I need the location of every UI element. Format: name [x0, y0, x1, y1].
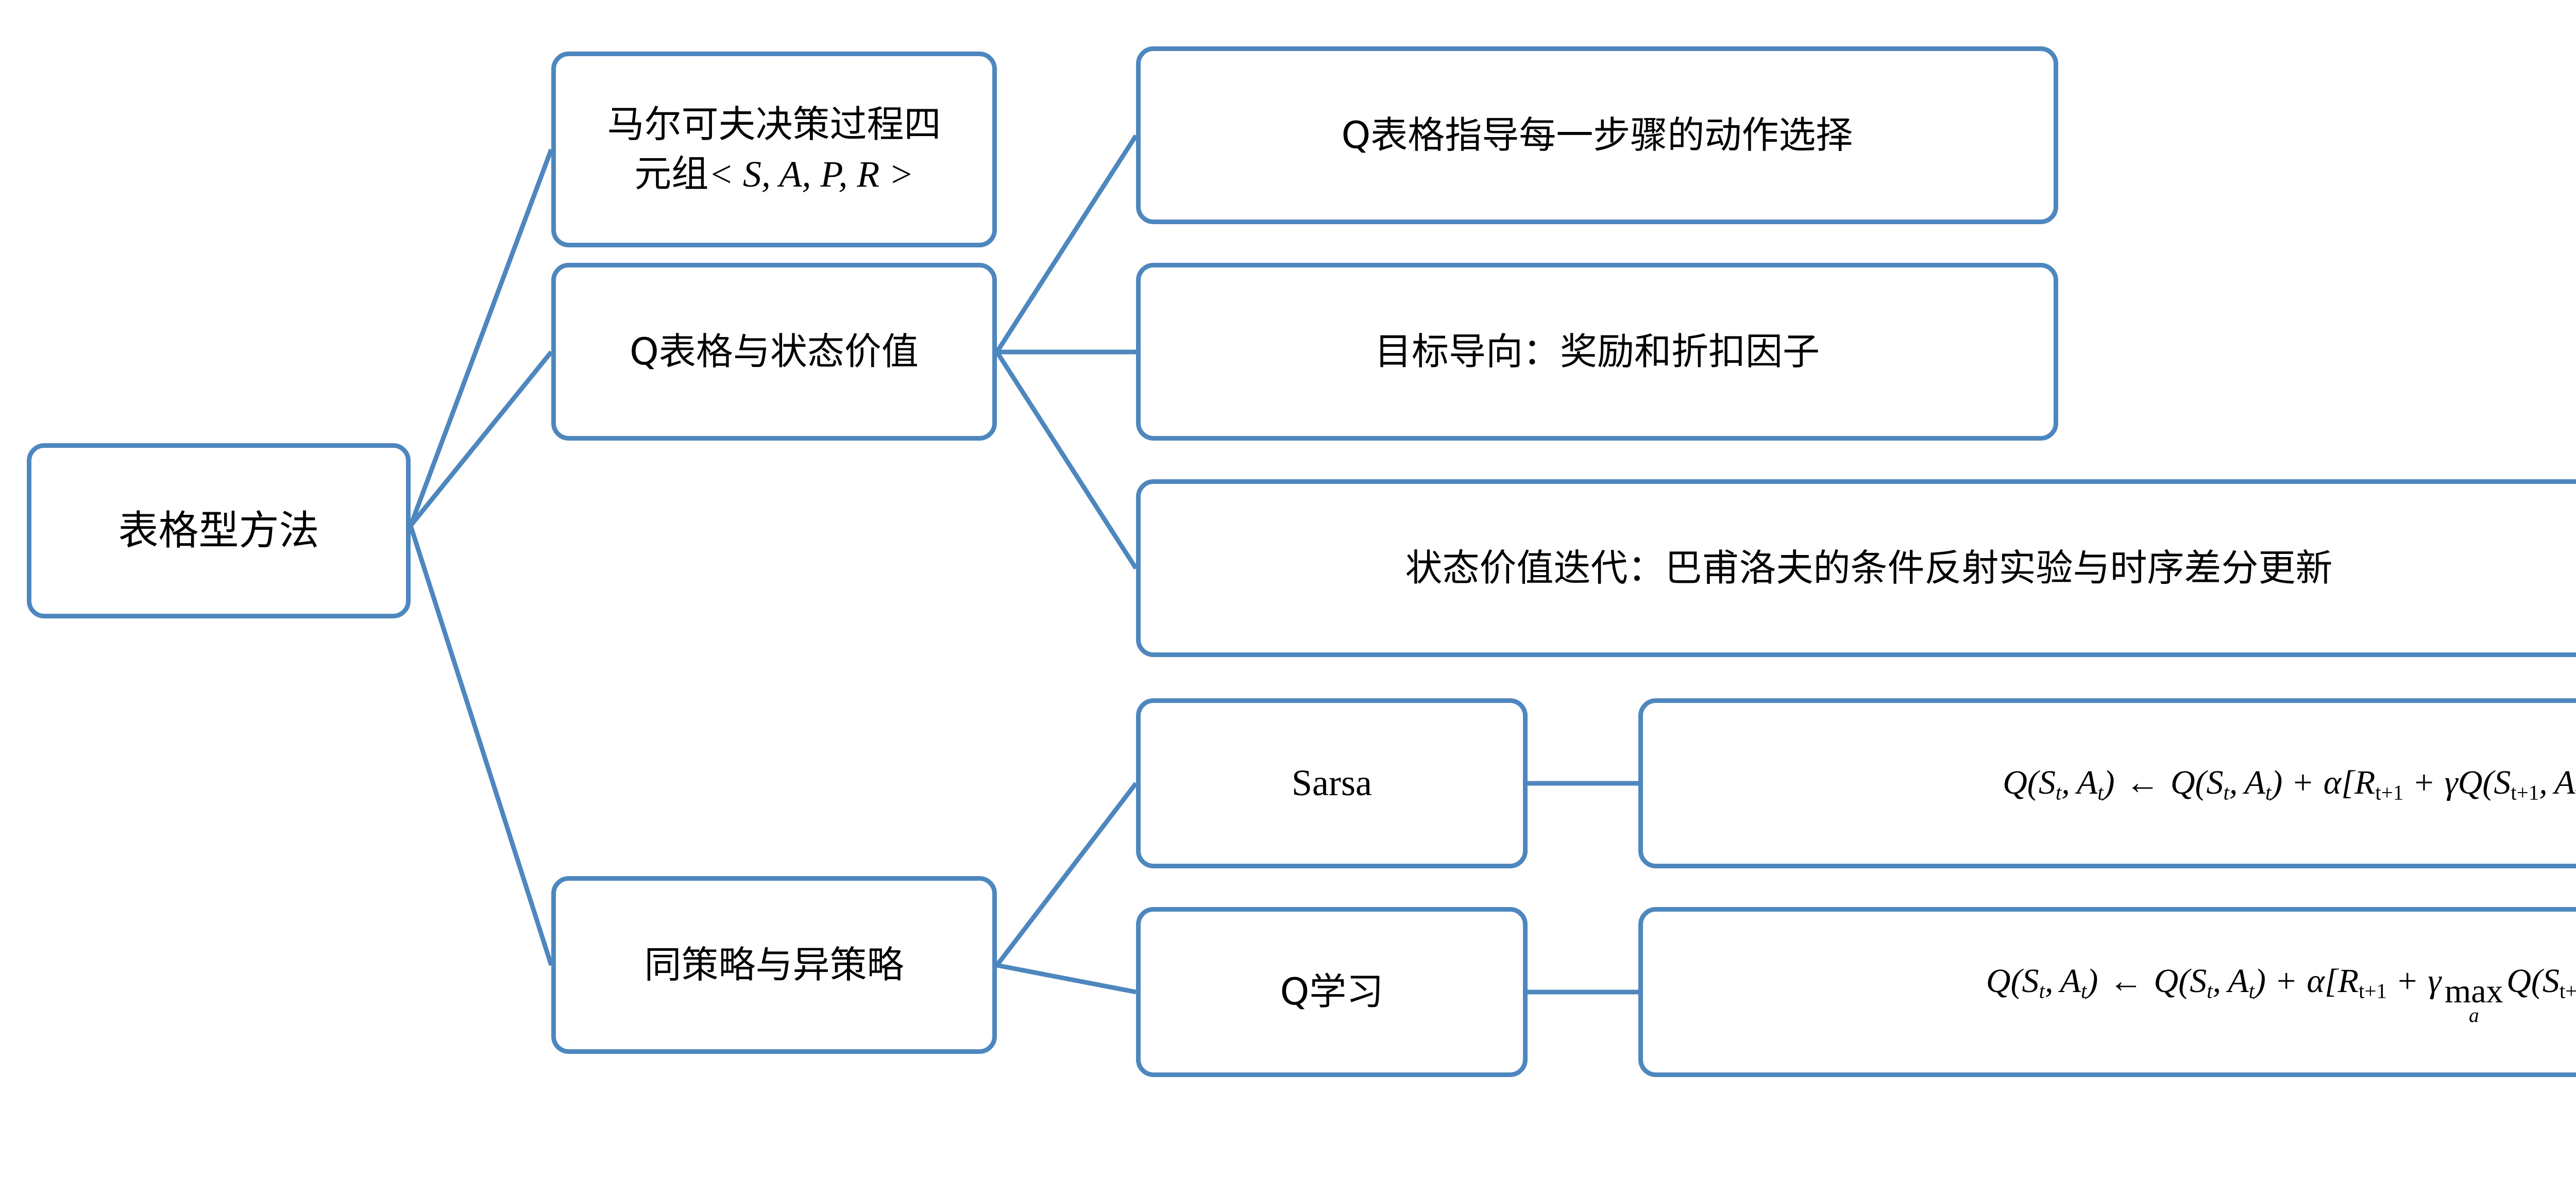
node-formula-sarsa-expr: Q(St, At) ← Q(St, At) + α[Rt+1 + γQ(St+1…	[2003, 763, 2576, 804]
edge-root-qtable	[409, 350, 553, 527]
node-mdp-line2-prefix: 元组	[634, 152, 709, 195]
node-sarsa[interactable]: Sarsa	[1136, 698, 1528, 868]
node-leaf3-label: 状态价值迭代：巴甫洛夫的条件反射实验与时序差分更新	[1405, 546, 2333, 590]
node-leaf-goal-oriented[interactable]: 目标导向：奖励和折扣因子	[1136, 263, 2058, 441]
edge-root-policy	[408, 525, 554, 966]
node-leaf-value-iteration[interactable]: 状态价值迭代：巴甫洛夫的条件反射实验与时序差分更新	[1136, 479, 2576, 657]
edge-root-mdp	[408, 148, 554, 527]
edge-policy-qlearn	[996, 963, 1137, 995]
node-formula-sarsa[interactable]: Q(St, At) ← Q(St, At) + α[Rt+1 + γQ(St+1…	[1638, 698, 2576, 868]
node-qlearning[interactable]: Q学习	[1136, 907, 1528, 1077]
node-qtable-label: Q表格与状态价值	[630, 329, 919, 373]
edge-qtable-leaf1	[995, 134, 1138, 354]
node-mdp-label: 马尔可夫决策过程四 元组< S, A, P, R >	[569, 100, 979, 199]
edge-policy-sarsa	[995, 782, 1138, 967]
node-mdp-line2-math: < S, A, P, R >	[708, 154, 914, 195]
node-leaf1-label: Q表格指导每一步骤的动作选择	[1341, 113, 1853, 157]
node-leaf2-label: 目标导向：奖励和折扣因子	[1374, 329, 1820, 373]
node-root[interactable]: 表格型方法	[27, 443, 411, 618]
node-mdp-line1: 马尔可夫决策过程四	[607, 102, 941, 146]
node-qlearn-label: Q学习	[1280, 970, 1384, 1014]
node-leaf-action-selection[interactable]: Q表格指导每一步骤的动作选择	[1136, 46, 2058, 224]
node-qtable[interactable]: Q表格与状态价值	[551, 263, 997, 441]
node-policy-label: 同策略与异策略	[644, 943, 904, 986]
node-sarsa-label: Sarsa	[1292, 762, 1372, 804]
node-root-label: 表格型方法	[118, 507, 319, 554]
node-policy[interactable]: 同策略与异策略	[551, 876, 997, 1054]
edge-qtable-leaf3	[995, 350, 1138, 570]
node-mdp[interactable]: 马尔可夫决策过程四 元组< S, A, P, R >	[551, 52, 997, 247]
